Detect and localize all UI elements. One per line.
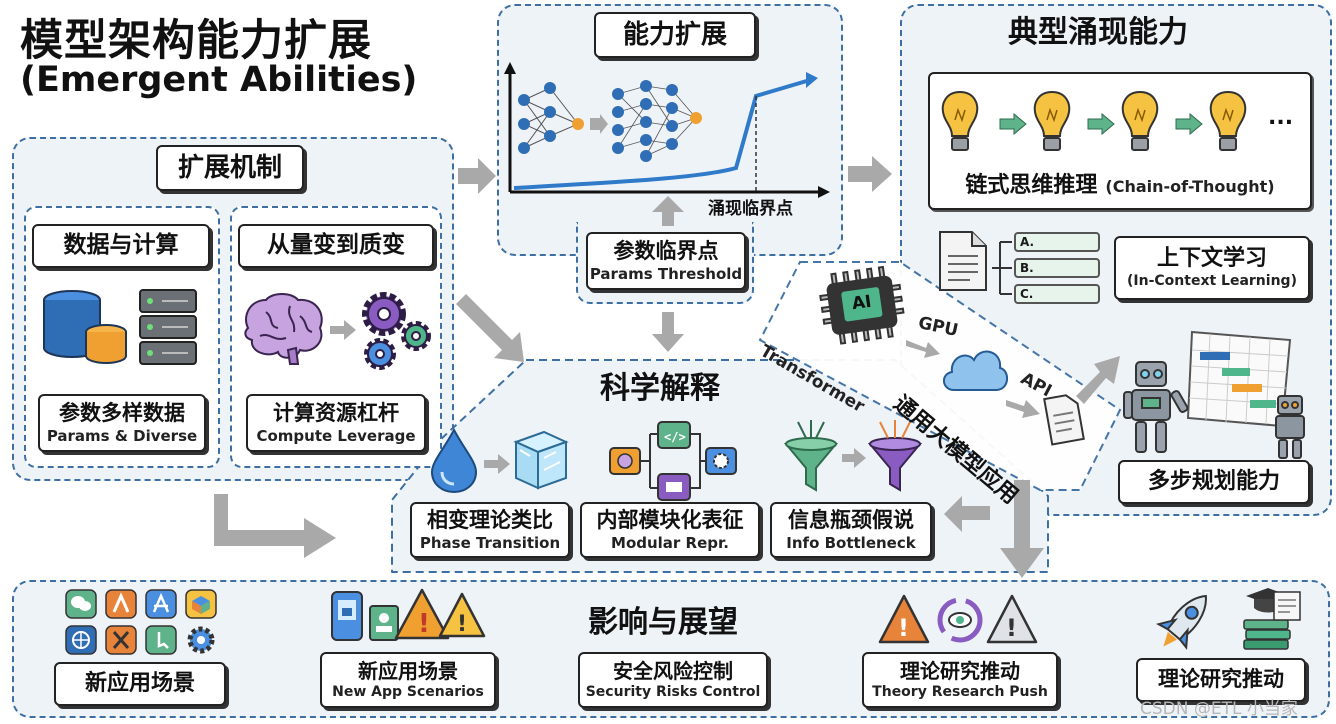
- arrow-left-llm: [944, 496, 990, 532]
- arrow-small-icon: [330, 320, 356, 340]
- document-icon: [939, 231, 987, 291]
- robot-icon-large: [1123, 361, 1189, 453]
- svg-text:!: !: [1006, 614, 1017, 642]
- phase-transition-label: 相变理论类比 Phase Transition: [410, 502, 570, 558]
- capability-expansion-header: 能力扩展: [594, 12, 756, 58]
- phase-arrow-icon: [484, 454, 510, 474]
- robot-icon-small: [1275, 395, 1305, 459]
- emergence-threshold-label: 涌现临界点: [708, 199, 793, 219]
- small-arrow-gpu: [906, 340, 940, 358]
- option-b: B.: [1014, 258, 1100, 278]
- info-bottleneck-label: 信息瓶颈假说 Info Bottleneck: [770, 502, 932, 558]
- green-arrow-icon-1: [999, 113, 1027, 135]
- warning-icon-1: [394, 588, 450, 640]
- in-context-learning-box: 上下文学习 (In-Context Learning): [1114, 236, 1310, 300]
- theory-research-label: 理论研究推动 Theory Research Push: [862, 652, 1058, 708]
- params-diverse-label: 参数多样数据 Params & Diverse: [38, 394, 206, 452]
- small-arrow-api: [1006, 400, 1040, 418]
- svg-text:</>: </>: [664, 430, 686, 444]
- security-risks-label: 安全风险控制 Security Risks Control: [578, 652, 768, 708]
- theory-research-push-box: 理论研究推动: [1136, 658, 1306, 702]
- warning-icon-2: [438, 592, 486, 638]
- warning-gray-icon: [986, 594, 1038, 644]
- research-push-icons: [1155, 588, 1301, 650]
- svg-text:!: !: [898, 614, 909, 642]
- funnel-icons: [783, 420, 923, 492]
- green-arrow-icon-2: [1087, 113, 1115, 135]
- gantt-board-icon: [1186, 330, 1292, 428]
- brain-icon: [244, 293, 323, 365]
- water-drop-icon: [430, 427, 478, 494]
- expansion-mechanism-header: 扩展机制: [156, 145, 304, 191]
- params-threshold-label: 参数临界点 Params Threshold: [586, 232, 746, 290]
- multi-step-planning-box: 多步规划能力: [1118, 460, 1310, 504]
- app-grid-icons: [65, 589, 217, 655]
- svg-text:!: !: [418, 609, 430, 639]
- api-document-icon: [1043, 394, 1085, 446]
- eye-cycle-icon: [937, 597, 983, 643]
- green-arrow-icon-3: [1175, 113, 1203, 135]
- arrow-diagonal: [456, 294, 524, 362]
- arrow-right-2: [848, 156, 892, 192]
- scientific-explanation-header: 科学解释: [600, 371, 720, 406]
- modular-repr-label: 内部模块化表征 Modular Repr.: [580, 502, 760, 558]
- lightbulb-icon-3: [1121, 91, 1159, 151]
- modular-icons: </>: [609, 421, 737, 501]
- compute-leverage-label: 计算资源杠杆 Compute Leverage: [246, 394, 426, 452]
- option-a: A.: [1014, 232, 1100, 252]
- arrow-right-1: [458, 158, 496, 194]
- new-app-scene-box: 新应用场景: [54, 662, 226, 706]
- arrow-elbow: [214, 494, 336, 558]
- gears-icon: [362, 292, 431, 370]
- code-module-icon: [657, 421, 691, 449]
- branch-lines: [992, 241, 1012, 295]
- cloud-icon: [943, 350, 1008, 391]
- arrow-up-threshold: [652, 196, 684, 226]
- large-network-icon: [617, 85, 697, 157]
- chain-of-thought-box: 链式思维推理 (Chain-of-Thought): [928, 72, 1312, 210]
- emergence-curve: [513, 78, 811, 190]
- data-compute-header: 数据与计算: [32, 224, 210, 268]
- warning-red-icon: [878, 594, 930, 644]
- rocket-icon: [1155, 594, 1207, 650]
- arrow-down-impact: [1000, 480, 1044, 578]
- svg-text:!: !: [457, 612, 467, 637]
- lightbulb-chain-icons: [941, 91, 1247, 151]
- book-stack-icon: [1243, 619, 1291, 650]
- impact-header: 影响与展望: [588, 605, 738, 640]
- cot-ellipsis: ...: [1268, 105, 1294, 130]
- new-app-scenarios-label: 新应用场景 New App Scenarios: [320, 652, 496, 708]
- arrow-up-planning: [1076, 356, 1120, 404]
- ai-chip-label: AI: [850, 291, 873, 315]
- ice-cube-icon: [513, 430, 569, 490]
- lightbulb-icon-1: [941, 91, 979, 151]
- server-rack-icon: [139, 289, 197, 365]
- quant-qual-header: 从量变到质变: [238, 224, 434, 268]
- touch-app-icon: [145, 625, 177, 655]
- option-c: C.: [1014, 284, 1100, 304]
- theory-research-icons: ! !: [878, 594, 1038, 644]
- database-icon: [43, 290, 127, 364]
- page-subtitle: (Emergent Abilities): [20, 60, 418, 100]
- ai-chip-icon: [819, 265, 905, 345]
- watermark: CSDN @ETL 小当家: [1140, 699, 1298, 719]
- new-app-scenarios-icons: ! !: [331, 588, 486, 641]
- typical-abilities-header: 典型涌现能力: [1008, 15, 1188, 50]
- lightbulb-icon-4: [1209, 91, 1247, 151]
- notes-icon: [1273, 591, 1301, 621]
- page-title: 模型架构能力扩展: [20, 16, 372, 66]
- lightbulb-icon-2: [1033, 91, 1071, 151]
- arrow-down-threshold: [652, 312, 684, 352]
- emergence-curve-chart: [504, 62, 830, 198]
